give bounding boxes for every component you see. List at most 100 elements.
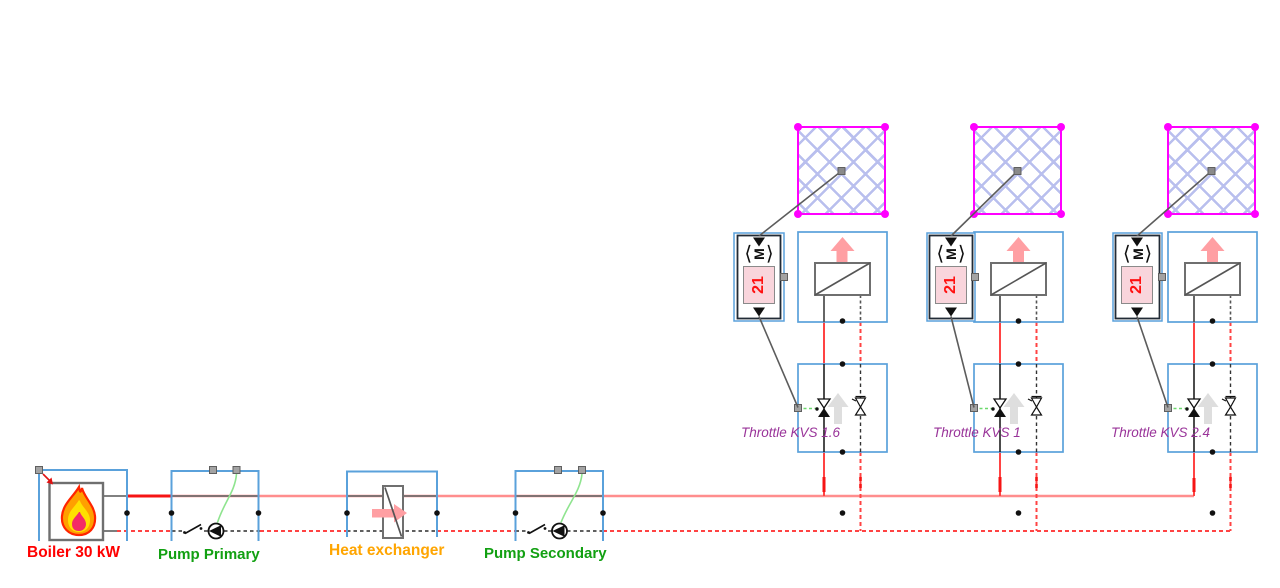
resize-arrow-icon: [42, 473, 53, 485]
connection-node[interactable]: [434, 510, 440, 516]
actuator-link: [758, 316, 799, 408]
drag-handle[interactable]: [209, 466, 217, 474]
branch-1: [733, 167, 888, 531]
controller-value: 21: [749, 276, 767, 294]
valve-icon: [992, 398, 1008, 417]
corner-node[interactable]: [881, 210, 889, 218]
controller-value-badge[interactable]: 21: [935, 266, 967, 304]
actuator-link: [950, 316, 975, 408]
heater-icon: [814, 237, 871, 296]
flow-arrow-icon: [1197, 393, 1219, 424]
controller-value: 21: [1127, 276, 1145, 294]
valve-icon: [816, 398, 832, 417]
corner-node[interactable]: [1251, 210, 1259, 218]
switch-icon: [183, 523, 203, 535]
motor-actuator-icon[interactable]: ⟨ M ⟩: [929, 241, 973, 267]
valve-icon: [851, 395, 867, 416]
controller-value-badge[interactable]: 21: [1121, 266, 1153, 304]
motor-symbol: M: [942, 248, 959, 260]
corner-node[interactable]: [1164, 210, 1172, 218]
connection-node[interactable]: [1015, 318, 1022, 324]
branch-3: [1112, 167, 1258, 531]
pump-secondary[interactable]: [514, 466, 604, 542]
boiler[interactable]: [35, 466, 128, 542]
connection-node[interactable]: [255, 510, 262, 516]
pump-secondary-label: Pump Secondary: [484, 545, 607, 562]
heater-box[interactable]: [973, 231, 1064, 323]
motor-bracket: ⟨: [744, 243, 753, 265]
throttle-label: Throttle KVS 1: [933, 425, 1021, 440]
control-wire: [560, 473, 583, 523]
throttle-label: Throttle KVS 1.6: [741, 425, 841, 440]
connection-node[interactable]: [1209, 318, 1216, 324]
corner-node[interactable]: [881, 123, 889, 131]
corner-node[interactable]: [970, 123, 978, 131]
controller-value-badge[interactable]: 21: [743, 266, 775, 304]
heat-exchanger-label: Heat exchanger: [329, 542, 445, 559]
motor-symbol: M: [1129, 248, 1146, 260]
corner-node[interactable]: [1057, 210, 1065, 218]
heater-icon: [1184, 237, 1241, 296]
drag-handle[interactable]: [578, 466, 586, 474]
drag-handle[interactable]: [794, 404, 802, 412]
heater-icon: [990, 237, 1047, 296]
motor-actuator-icon[interactable]: ⟨ M ⟩: [737, 241, 781, 267]
frame-nodes: [124, 510, 606, 516]
connection-node[interactable]: [839, 449, 846, 455]
drag-handle[interactable]: [1013, 167, 1022, 175]
sensor-link: [1136, 170, 1213, 237]
connection-node[interactable]: [1015, 361, 1022, 367]
connection-node[interactable]: [512, 510, 519, 516]
throttle-valve-box[interactable]: [1164, 363, 1258, 453]
connection-node[interactable]: [839, 361, 846, 367]
flow-arrow-icon: [1003, 393, 1025, 424]
motor-actuator-icon[interactable]: ⟨ M ⟩: [1115, 241, 1160, 267]
connection-node[interactable]: [1209, 361, 1216, 367]
connection-node[interactable]: [1209, 510, 1216, 516]
connection-node[interactable]: [839, 510, 846, 516]
motor-bracket: ⟩: [957, 243, 966, 265]
flame-icon: [60, 483, 97, 537]
corner-node[interactable]: [1057, 123, 1065, 131]
switch-icon: [527, 523, 547, 535]
drag-handle[interactable]: [35, 466, 43, 474]
pump-icon: [207, 522, 225, 540]
heater-box[interactable]: [797, 231, 888, 323]
motor-symbol: M: [750, 248, 767, 260]
corner-node[interactable]: [794, 210, 802, 218]
connection-node[interactable]: [168, 510, 175, 516]
connection-node[interactable]: [1015, 449, 1022, 455]
pump-primary-label: Pump Primary: [158, 546, 260, 563]
connection-node[interactable]: [839, 318, 846, 324]
connection-node[interactable]: [600, 510, 606, 516]
drag-handle[interactable]: [1164, 404, 1172, 412]
connection-node[interactable]: [1015, 510, 1022, 516]
drag-handle[interactable]: [780, 273, 788, 281]
corner-node[interactable]: [1251, 123, 1259, 131]
pump-primary[interactable]: [170, 466, 260, 542]
corner-node[interactable]: [794, 123, 802, 131]
motor-bracket: ⟨: [936, 243, 945, 265]
heater-box[interactable]: [1167, 231, 1258, 323]
actuator-link: [1136, 316, 1169, 408]
valve-icon: [1186, 398, 1202, 417]
connection-node[interactable]: [124, 510, 130, 516]
motor-bracket: ⟩: [765, 243, 774, 265]
drag-handle[interactable]: [232, 466, 241, 474]
drag-handle[interactable]: [1207, 167, 1216, 175]
drag-handle[interactable]: [971, 273, 979, 281]
connection-node[interactable]: [344, 510, 350, 516]
corner-node[interactable]: [1164, 123, 1172, 131]
connection-node[interactable]: [1209, 449, 1216, 455]
drag-handle[interactable]: [1158, 273, 1166, 281]
controller-value: 21: [941, 276, 959, 294]
heat-exchanger[interactable]: [346, 470, 438, 539]
drag-handle[interactable]: [837, 167, 846, 175]
motor-bracket: ⟨: [1122, 243, 1131, 265]
valve-icon: [1027, 395, 1043, 416]
branch-2: [926, 167, 1064, 531]
drag-handle[interactable]: [554, 466, 562, 474]
motor-bracket: ⟩: [1144, 243, 1153, 265]
